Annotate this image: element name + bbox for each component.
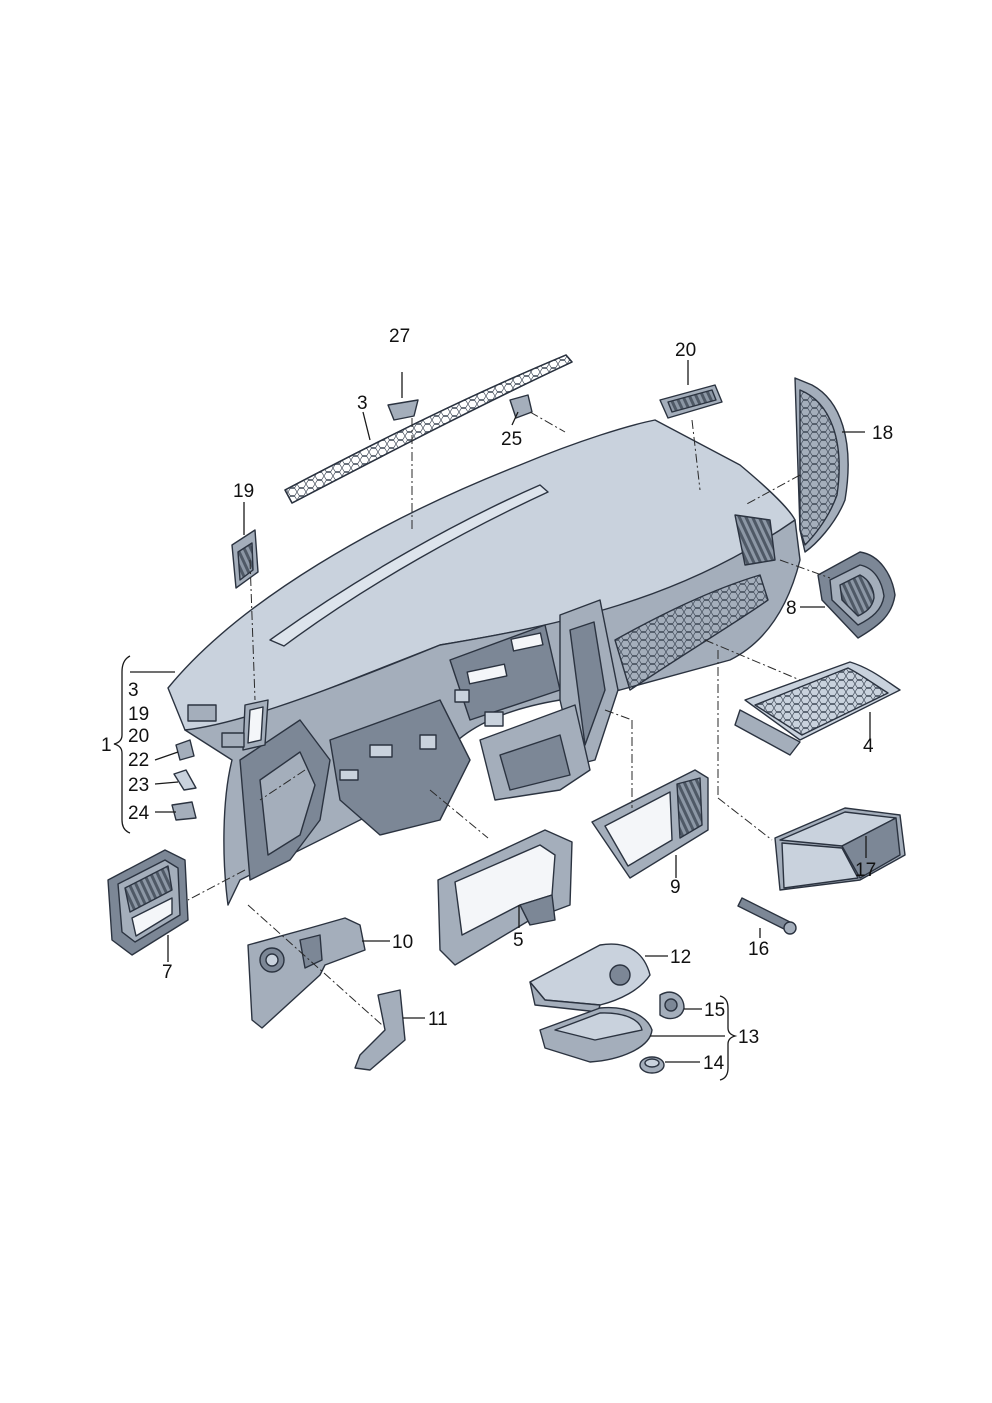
part-4-glovebox-insert	[734, 661, 901, 756]
dashboard-carrier	[167, 419, 801, 906]
part-15-ring	[659, 991, 685, 1020]
callout-3: 3	[357, 393, 368, 414]
leader-lines	[113, 360, 871, 1081]
callout-17: 17	[855, 860, 876, 881]
part-16-pin	[737, 897, 797, 935]
callout-16: 16	[748, 939, 769, 960]
part-24-clip	[171, 801, 197, 821]
part-5-cluster-trim	[437, 829, 573, 966]
group1-item-3: 3	[128, 680, 139, 701]
part-7-left-vent	[107, 849, 189, 956]
part-13-lower-column-cover	[539, 1006, 653, 1063]
part-18-side-panel	[794, 377, 849, 553]
part-17-glovebox	[774, 807, 906, 891]
callout-14: 14	[703, 1053, 725, 1074]
part-11-side-trim	[354, 989, 406, 1071]
callout-7: 7	[162, 962, 173, 983]
bracket-13	[719, 995, 738, 1081]
group1-item-19: 19	[128, 704, 149, 725]
callout-labels: 27 3 25 20 18 19 8 4 17 9 16 5 12 10 7 1…	[101, 326, 893, 1074]
group1-item-23: 23	[128, 775, 149, 796]
callout-5: 5	[513, 930, 524, 951]
bracket-1	[113, 655, 131, 834]
callout-13: 13	[738, 1027, 759, 1048]
callout-18: 18	[872, 423, 893, 444]
part-9-centre-bezel	[591, 769, 709, 879]
part-10-knee-panel	[247, 917, 366, 1029]
callout-9: 9	[670, 877, 681, 898]
part-23-clip	[173, 769, 197, 791]
callout-8: 8	[786, 598, 797, 619]
callout-27: 27	[389, 326, 410, 347]
group1-item-22: 22	[128, 750, 149, 771]
part-14-cap	[639, 1056, 665, 1074]
callout-19: 19	[233, 481, 254, 502]
callout-15: 15	[704, 1000, 725, 1021]
dash-dot-lines	[187, 411, 831, 1026]
part-8-air-vent	[817, 551, 896, 639]
part-25-clip	[509, 394, 533, 419]
group1-item-24: 24	[128, 803, 150, 824]
part-27-clip	[387, 399, 419, 421]
callout-10: 10	[392, 932, 413, 953]
callout-4: 4	[863, 736, 874, 757]
group1-item-20: 20	[128, 726, 149, 747]
callout-25: 25	[501, 429, 522, 450]
callout-1: 1	[101, 735, 112, 756]
part-12-upper-column-cover	[529, 943, 651, 1013]
callout-20: 20	[675, 340, 696, 361]
callout-12: 12	[670, 947, 691, 968]
part-22-clip	[175, 739, 195, 761]
callout-11: 11	[428, 1009, 448, 1030]
